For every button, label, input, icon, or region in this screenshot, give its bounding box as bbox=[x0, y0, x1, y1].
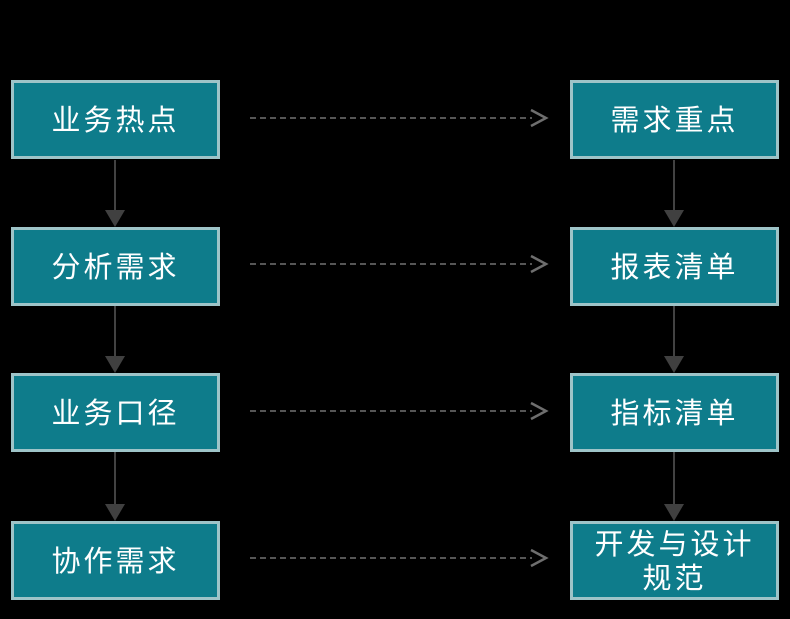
down-arrow-right-3 bbox=[664, 452, 684, 521]
flow-box-label: 业务热点 bbox=[51, 102, 180, 137]
flow-box-label: 开发与设计 规范 bbox=[594, 526, 755, 595]
flow-box-business-caliber: 业务口径 bbox=[11, 373, 220, 452]
flow-box-indicator-list: 指标清单 bbox=[570, 373, 779, 452]
down-arrow-right-1 bbox=[664, 160, 684, 227]
flow-box-analyze-requirements: 分析需求 bbox=[11, 227, 220, 306]
down-arrow-left-1 bbox=[105, 160, 125, 227]
dashed-arrow-row-3 bbox=[250, 401, 549, 421]
flow-box-label: 业务口径 bbox=[51, 395, 180, 430]
down-arrow-right-2 bbox=[664, 306, 684, 373]
down-arrow-left-3 bbox=[105, 452, 125, 521]
flow-box-collaboration-requirements: 协作需求 bbox=[11, 521, 220, 600]
flow-box-label: 报表清单 bbox=[610, 249, 739, 284]
dashed-arrow-row-4 bbox=[250, 548, 549, 568]
flow-box-label: 指标清单 bbox=[610, 395, 739, 430]
dashed-arrow-row-2 bbox=[250, 254, 549, 274]
flow-box-business-hotspots: 业务热点 bbox=[11, 80, 220, 159]
flow-box-label: 分析需求 bbox=[51, 249, 180, 284]
flow-box-label: 协作需求 bbox=[51, 543, 180, 578]
down-arrow-left-2 bbox=[105, 306, 125, 373]
flow-box-report-list: 报表清单 bbox=[570, 227, 779, 306]
flow-box-demand-focus: 需求重点 bbox=[570, 80, 779, 159]
flow-box-dev-design-spec: 开发与设计 规范 bbox=[570, 521, 779, 600]
dashed-arrow-row-1 bbox=[250, 108, 549, 128]
flow-box-label: 需求重点 bbox=[610, 102, 739, 137]
